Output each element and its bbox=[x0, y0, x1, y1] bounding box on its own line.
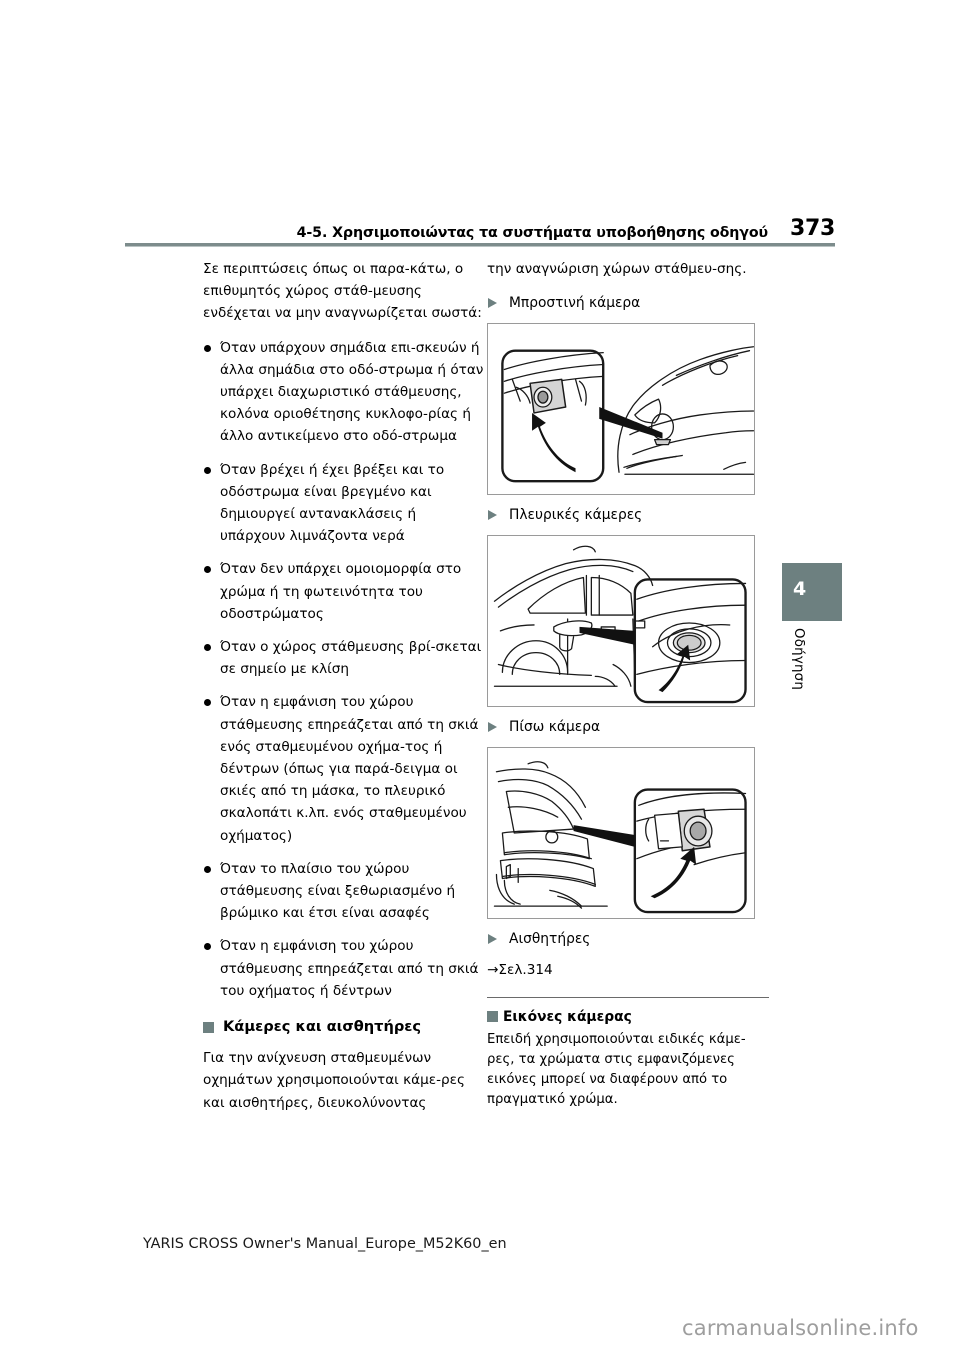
section-body-paragraph: Για την ανίχνευση σταθμευμένων οχημάτων … bbox=[203, 1050, 465, 1111]
page-title: 4-5. Χρησιμοποιώντας τα συστήματα υποβοή… bbox=[296, 224, 768, 241]
list-item: Όταν υπάρχουν σημάδια επι-σκευών ή άλλα … bbox=[203, 337, 485, 448]
caption-sensors: Αισθητήρες bbox=[487, 928, 769, 950]
footer-manual-id: YARIS CROSS Owner's Manual_Europe_M52K60… bbox=[143, 1236, 507, 1252]
figure-rear-camera bbox=[487, 747, 755, 920]
caption-label: Μπροστινή κάμερα bbox=[509, 295, 641, 312]
caption-front-camera: Μπροστινή κάμερα bbox=[487, 292, 769, 314]
caption-side-cameras: Πλευρικές κάμερες bbox=[487, 504, 769, 526]
header-divider bbox=[125, 243, 835, 247]
list-item: Όταν η εμφάνιση του χώρου στάθμευσης επη… bbox=[203, 935, 485, 1002]
triangle-bullet-icon bbox=[488, 510, 497, 521]
list-item: Όταν η εμφάνιση του χώρου στάθμευσης επη… bbox=[203, 691, 485, 846]
page-header: 4-5. Χρησιμοποιώντας τα συστήματα υποβοή… bbox=[125, 208, 836, 241]
triangle-bullet-icon bbox=[488, 722, 497, 733]
square-bullet-icon bbox=[487, 1011, 498, 1023]
intro-paragraph: Σε περιπτώσεις όπως οι παρα-κάτω, ο επιθ… bbox=[203, 261, 482, 322]
figure-front-camera bbox=[487, 323, 755, 496]
section-heading-cameras-sensors: Κάμερες και αισθητήρες bbox=[203, 1016, 485, 1038]
list-item: Όταν βρέχει ή έχει βρέξει και το οδόστρω… bbox=[203, 459, 485, 548]
note-heading-camera-images: Εικόνες κάμερας bbox=[487, 1006, 769, 1028]
continuation-paragraph: την αναγνώριση χώρων στάθμευ-σης. bbox=[487, 261, 747, 277]
triangle-bullet-icon bbox=[488, 934, 497, 945]
triangle-bullet-icon bbox=[488, 298, 497, 309]
list-item: Όταν ο χώρος στάθμευσης βρί-σκεται σε ση… bbox=[203, 636, 485, 680]
right-column: την αναγνώριση χώρων στάθμευ-σης. Μπροστ… bbox=[487, 258, 769, 1110]
page-reference-link[interactable]: →Σελ.314 bbox=[487, 962, 553, 979]
caption-rear-camera: Πίσω κάμερα bbox=[487, 716, 769, 738]
note-heading-label: Εικόνες κάμερας bbox=[503, 1009, 632, 1026]
condition-bullet-list: Όταν υπάρχουν σημάδια επι-σκευών ή άλλα … bbox=[203, 337, 485, 1002]
square-bullet-icon bbox=[203, 1022, 214, 1034]
figure-side-cameras bbox=[487, 535, 755, 708]
list-item: Όταν δεν υπάρχει ομοιομορφία στο χρώμα ή… bbox=[203, 558, 485, 625]
list-item: Όταν το πλαίσιο του χώρου στάθμευσης είν… bbox=[203, 858, 485, 925]
left-column: Σε περιπτώσεις όπως οι παρα-κάτω, ο επιθ… bbox=[203, 258, 485, 1114]
chapter-tab: 4 bbox=[782, 563, 842, 621]
note-divider bbox=[487, 997, 769, 999]
section-heading-label: Κάμερες και αισθητήρες bbox=[223, 1018, 422, 1036]
caption-label: Αισθητήρες bbox=[509, 931, 591, 948]
caption-label: Πλευρικές κάμερες bbox=[509, 507, 643, 524]
caption-label: Πίσω κάμερα bbox=[509, 719, 601, 736]
watermark: carmanualsonline.info bbox=[682, 1316, 919, 1340]
page-number: 373 bbox=[789, 216, 835, 241]
chapter-tab-label: Οδήγηση bbox=[791, 628, 806, 691]
note-body-paragraph: Επειδή χρησιμοποιούνται ειδικές κάμε-ρες… bbox=[487, 1032, 746, 1108]
chapter-number: 4 bbox=[793, 578, 807, 600]
